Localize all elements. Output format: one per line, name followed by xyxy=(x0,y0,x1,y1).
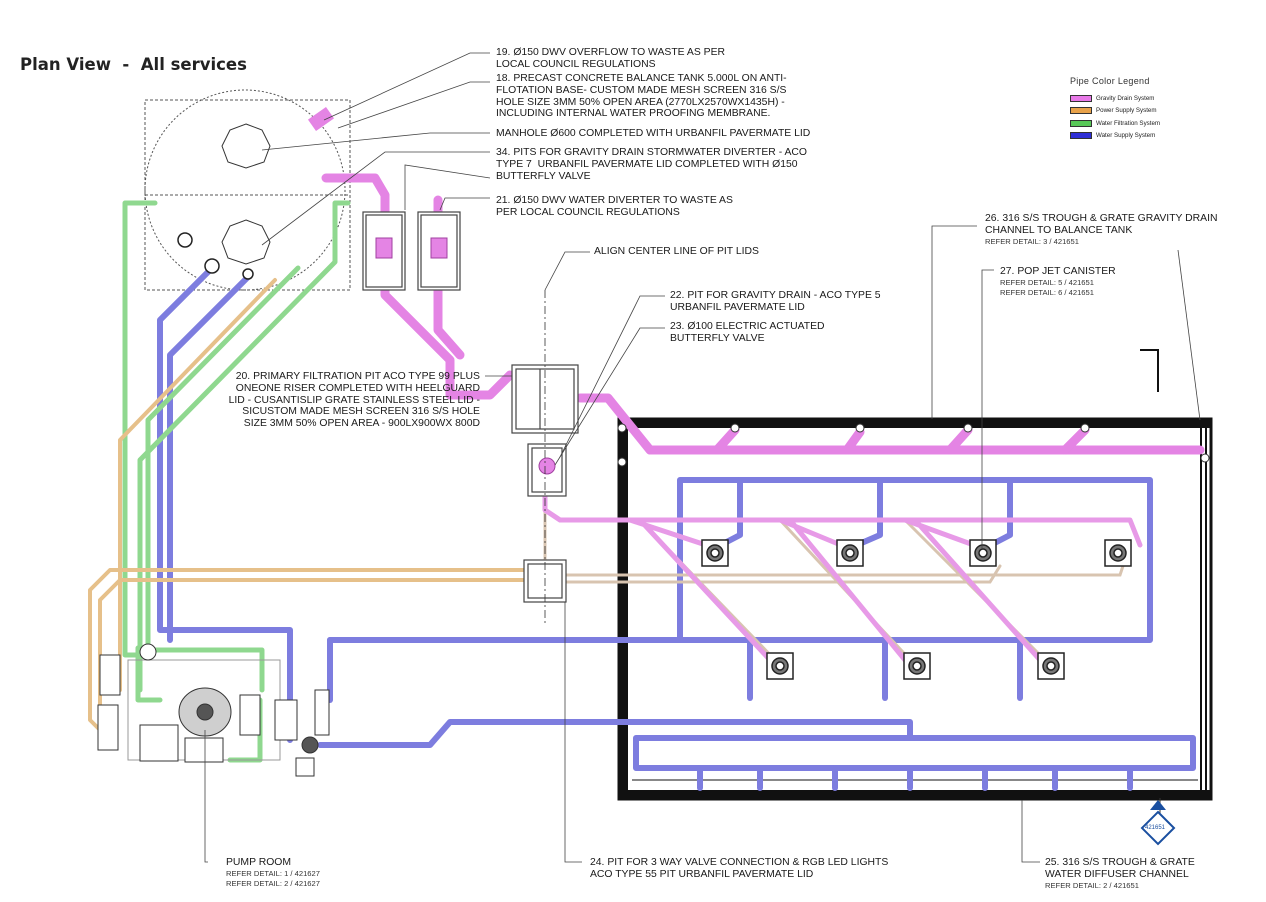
legend-swatch-gravity xyxy=(1070,94,1092,102)
note-20-filtration-pit: 20. PRIMARY FILTRATION PIT ACO TYPE 99 P… xyxy=(228,371,480,430)
gravity-drain-pipes xyxy=(321,173,1205,455)
legend-label: Power Supply System xyxy=(1096,107,1157,115)
leader-lines xyxy=(204,52,1201,863)
note-25-ref: REFER DETAIL: 2 / 421651 xyxy=(1045,880,1139,890)
note-25-diffuser-channel: 25. 316 S/S TROUGH & GRATE WATER DIFFUSE… xyxy=(1045,857,1195,891)
legend-item-water-supply: Water Supply System xyxy=(1070,130,1220,143)
note-manhole: MANHOLE Ø600 COMPLETED WITH URBANFIL PAV… xyxy=(496,128,811,139)
note-26-gravity-channel: 26. 316 S/S TROUGH & GRATE GRAVITY DRAIN… xyxy=(985,213,1218,247)
manhole-lids xyxy=(221,123,271,265)
note-26-text: 26. 316 S/S TROUGH & GRATE GRAVITY DRAIN… xyxy=(985,213,1218,236)
pop-jet-canisters xyxy=(701,539,1132,680)
trough-drains xyxy=(617,423,1210,467)
legend-title: Pipe Color Legend xyxy=(1070,76,1150,86)
legend-item-water-filtration: Water Filtration System xyxy=(1070,117,1220,130)
legend-swatch-power xyxy=(1070,107,1092,115)
pipe-color-legend: Pipe Color Legend Gravity Drain System P… xyxy=(1070,76,1220,142)
detail-tag-label: 421651 xyxy=(1145,825,1166,831)
note-26-ref: REFER DETAIL: 3 / 421651 xyxy=(985,236,1079,246)
pump-room xyxy=(97,643,330,777)
note-24-valve-pit: 24. PIT FOR 3 WAY VALVE CONNECTION & RGB… xyxy=(590,857,889,880)
overflow-pipe xyxy=(307,106,335,132)
pump-ref-2: REFER DETAIL: 2 / 421627 xyxy=(226,878,320,888)
note-25-text: 25. 316 S/S TROUGH & GRATE WATER DIFFUSE… xyxy=(1045,857,1195,880)
water-supply-pipes xyxy=(157,265,1196,791)
note-34-diverter-pits: 34. PITS FOR GRAVITY DRAIN STORMWATER DI… xyxy=(496,147,807,182)
pump-room-text: PUMP ROOM xyxy=(226,857,292,868)
note-22-gravity-pit: 22. PIT FOR GRAVITY DRAIN - ACO TYPE 5 U… xyxy=(670,290,881,313)
note-27-ref-2: REFER DETAIL: 6 / 421651 xyxy=(1000,287,1094,297)
note-19-overflow: 19. Ø150 DWV OVERFLOW TO WASTE AS PER LO… xyxy=(496,47,726,70)
note-align-pit-lids: ALIGN CENTER LINE OF PIT LIDS xyxy=(594,246,759,257)
note-27-ref-1: REFER DETAIL: 5 / 421651 xyxy=(1000,277,1094,287)
legend-item-gravity-drain: Gravity Drain System xyxy=(1070,92,1220,105)
detail-tag-marker xyxy=(1140,349,1176,846)
legend-label: Gravity Drain System xyxy=(1096,94,1155,102)
page-title: Plan View - All services xyxy=(20,55,247,74)
note-27-text: 27. POP JET CANISTER xyxy=(1000,266,1116,277)
pool-outline xyxy=(617,417,1213,801)
legend-swatch-filtration xyxy=(1070,119,1092,127)
note-18-balance-tank: 18. PRECAST CONCRETE BALANCE TANK 5.000L… xyxy=(496,73,787,120)
legend-item-power-supply: Power Supply System xyxy=(1070,105,1220,118)
note-21-water-diverter: 21. Ø150 DWV WATER DIVERTER TO WASTE AS … xyxy=(496,195,733,218)
balance-tank xyxy=(144,89,351,291)
pump-ref-1: REFER DETAIL: 1 / 421627 xyxy=(226,868,320,878)
power-supply-pipes xyxy=(88,278,532,742)
pit-valves xyxy=(375,237,556,475)
legend-label: Water Supply System xyxy=(1096,132,1156,140)
tank-fittings xyxy=(177,232,254,280)
legend-label: Water Filtration System xyxy=(1096,119,1161,127)
legend-swatch-supply xyxy=(1070,132,1092,140)
note-23-butterfly-valve: 23. Ø100 ELECTRIC ACTUATED BUTTERFLY VAL… xyxy=(670,321,825,344)
